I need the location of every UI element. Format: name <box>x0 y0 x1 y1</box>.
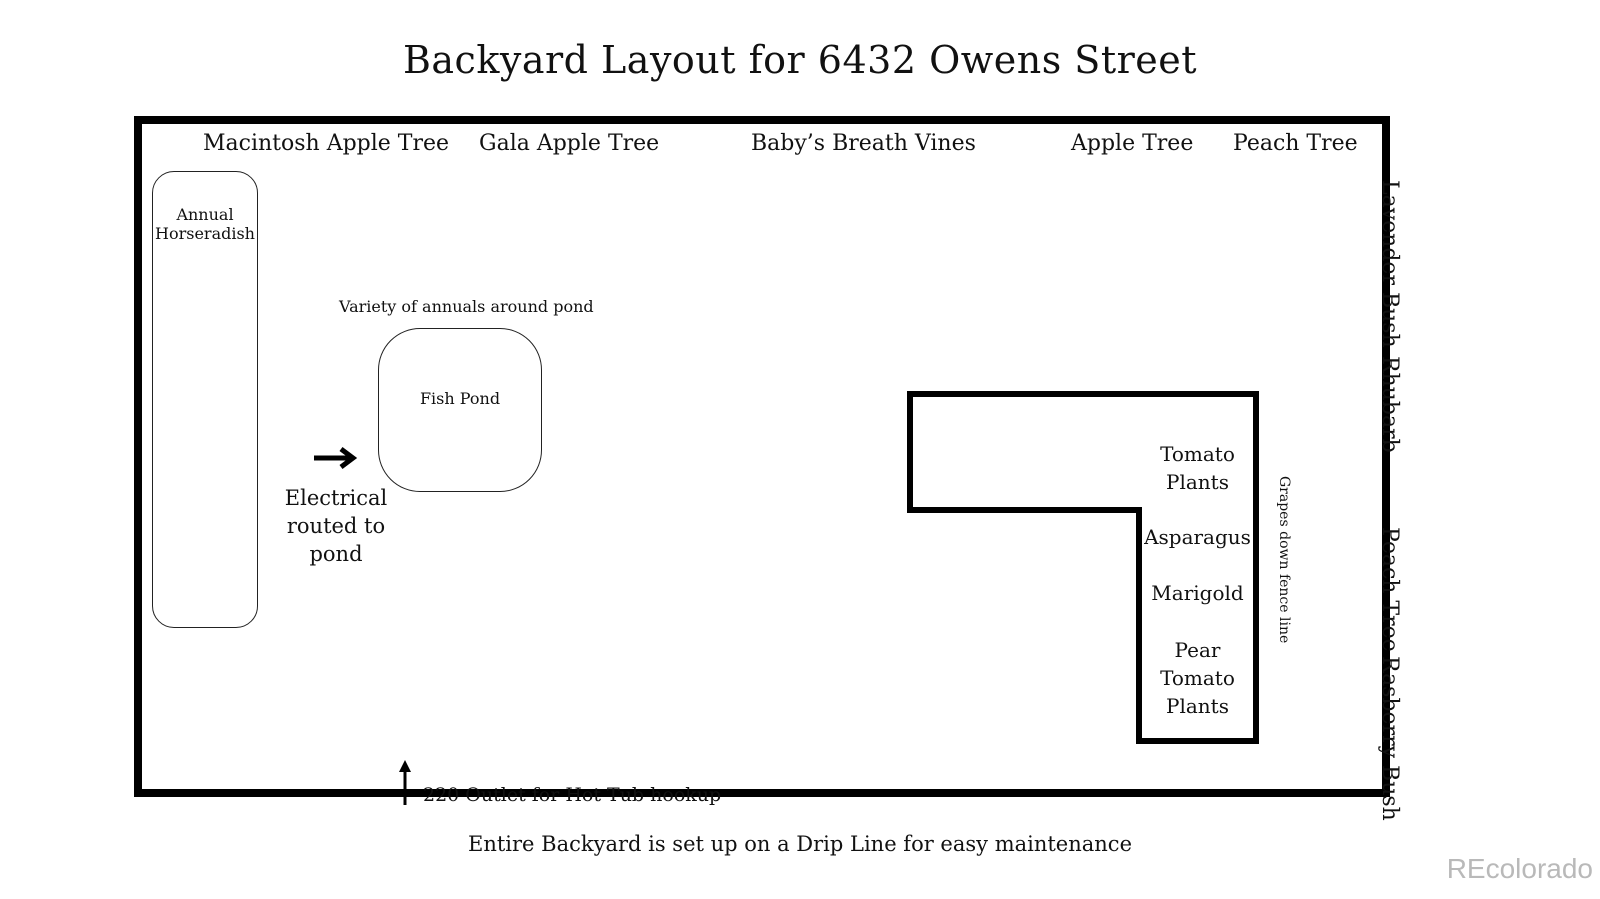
macintosh-apple-tree-label: Macintosh Apple Tree <box>203 131 450 156</box>
tomato-plants-line2: Plants <box>1166 470 1229 494</box>
peach-tree-side-label: Peach Tree <box>1377 527 1402 652</box>
rhubarb-label: Rhubarb <box>1377 356 1402 453</box>
electrical-note: Electrical routed to pond <box>278 484 394 568</box>
drip-line-note: Entire Backyard is set up on a Drip Line… <box>468 832 1132 856</box>
fish-pond <box>378 328 542 492</box>
rasberry-bush-label: Rasberry Bush <box>1377 656 1402 821</box>
annuals-around-pond-note: Variety of annuals around pond <box>339 297 594 316</box>
peach-tree-top-label: Peach Tree <box>1233 131 1358 156</box>
babys-breath-vines-label: Baby’s Breath Vines <box>751 131 976 156</box>
horseradish-bed <box>152 171 258 628</box>
electrical-note-line3: pond <box>309 542 363 566</box>
pear-tomato-line2: Tomato <box>1160 666 1235 690</box>
horseradish-label-line2: Horseradish <box>155 224 255 243</box>
horseradish-label: Annual Horseradish <box>152 205 258 243</box>
pear-tomato-line3: Plants <box>1166 694 1229 718</box>
gala-apple-tree-label: Gala Apple Tree <box>479 131 660 156</box>
grapes-fence-note: Grapes down fence line <box>1276 476 1292 644</box>
pear-tomato-line1: Pear <box>1174 638 1221 662</box>
pear-tomato-plants-label: Pear Tomato Plants <box>1145 636 1250 720</box>
horseradish-label-line1: Annual <box>176 205 234 224</box>
tomato-plants-label: Tomato Plants <box>1145 440 1250 496</box>
fish-pond-label: Fish Pond <box>419 389 501 408</box>
electrical-note-line2: routed to <box>286 514 386 538</box>
watermark-logo: REcolorado <box>1446 853 1593 884</box>
electrical-note-line1: Electrical <box>284 486 388 510</box>
asparagus-label: Asparagus <box>1144 525 1251 549</box>
page-title: Backyard Layout for 6432 Owens Street <box>402 38 1198 82</box>
garden-bed-outline <box>907 391 1259 744</box>
apple-tree-label: Apple Tree <box>1071 131 1194 156</box>
outlet-note: 220 Outlet for Hot Tub hookup <box>423 784 722 806</box>
yard-boundary <box>134 116 1390 797</box>
outlet-arrow-icon <box>399 760 411 805</box>
lavender-bush-label: Lavender Bush <box>1377 180 1402 348</box>
tomato-plants-line1: Tomato <box>1160 442 1235 466</box>
electrical-arrow-icon <box>314 447 358 469</box>
marigold-label: Marigold <box>1151 581 1244 605</box>
